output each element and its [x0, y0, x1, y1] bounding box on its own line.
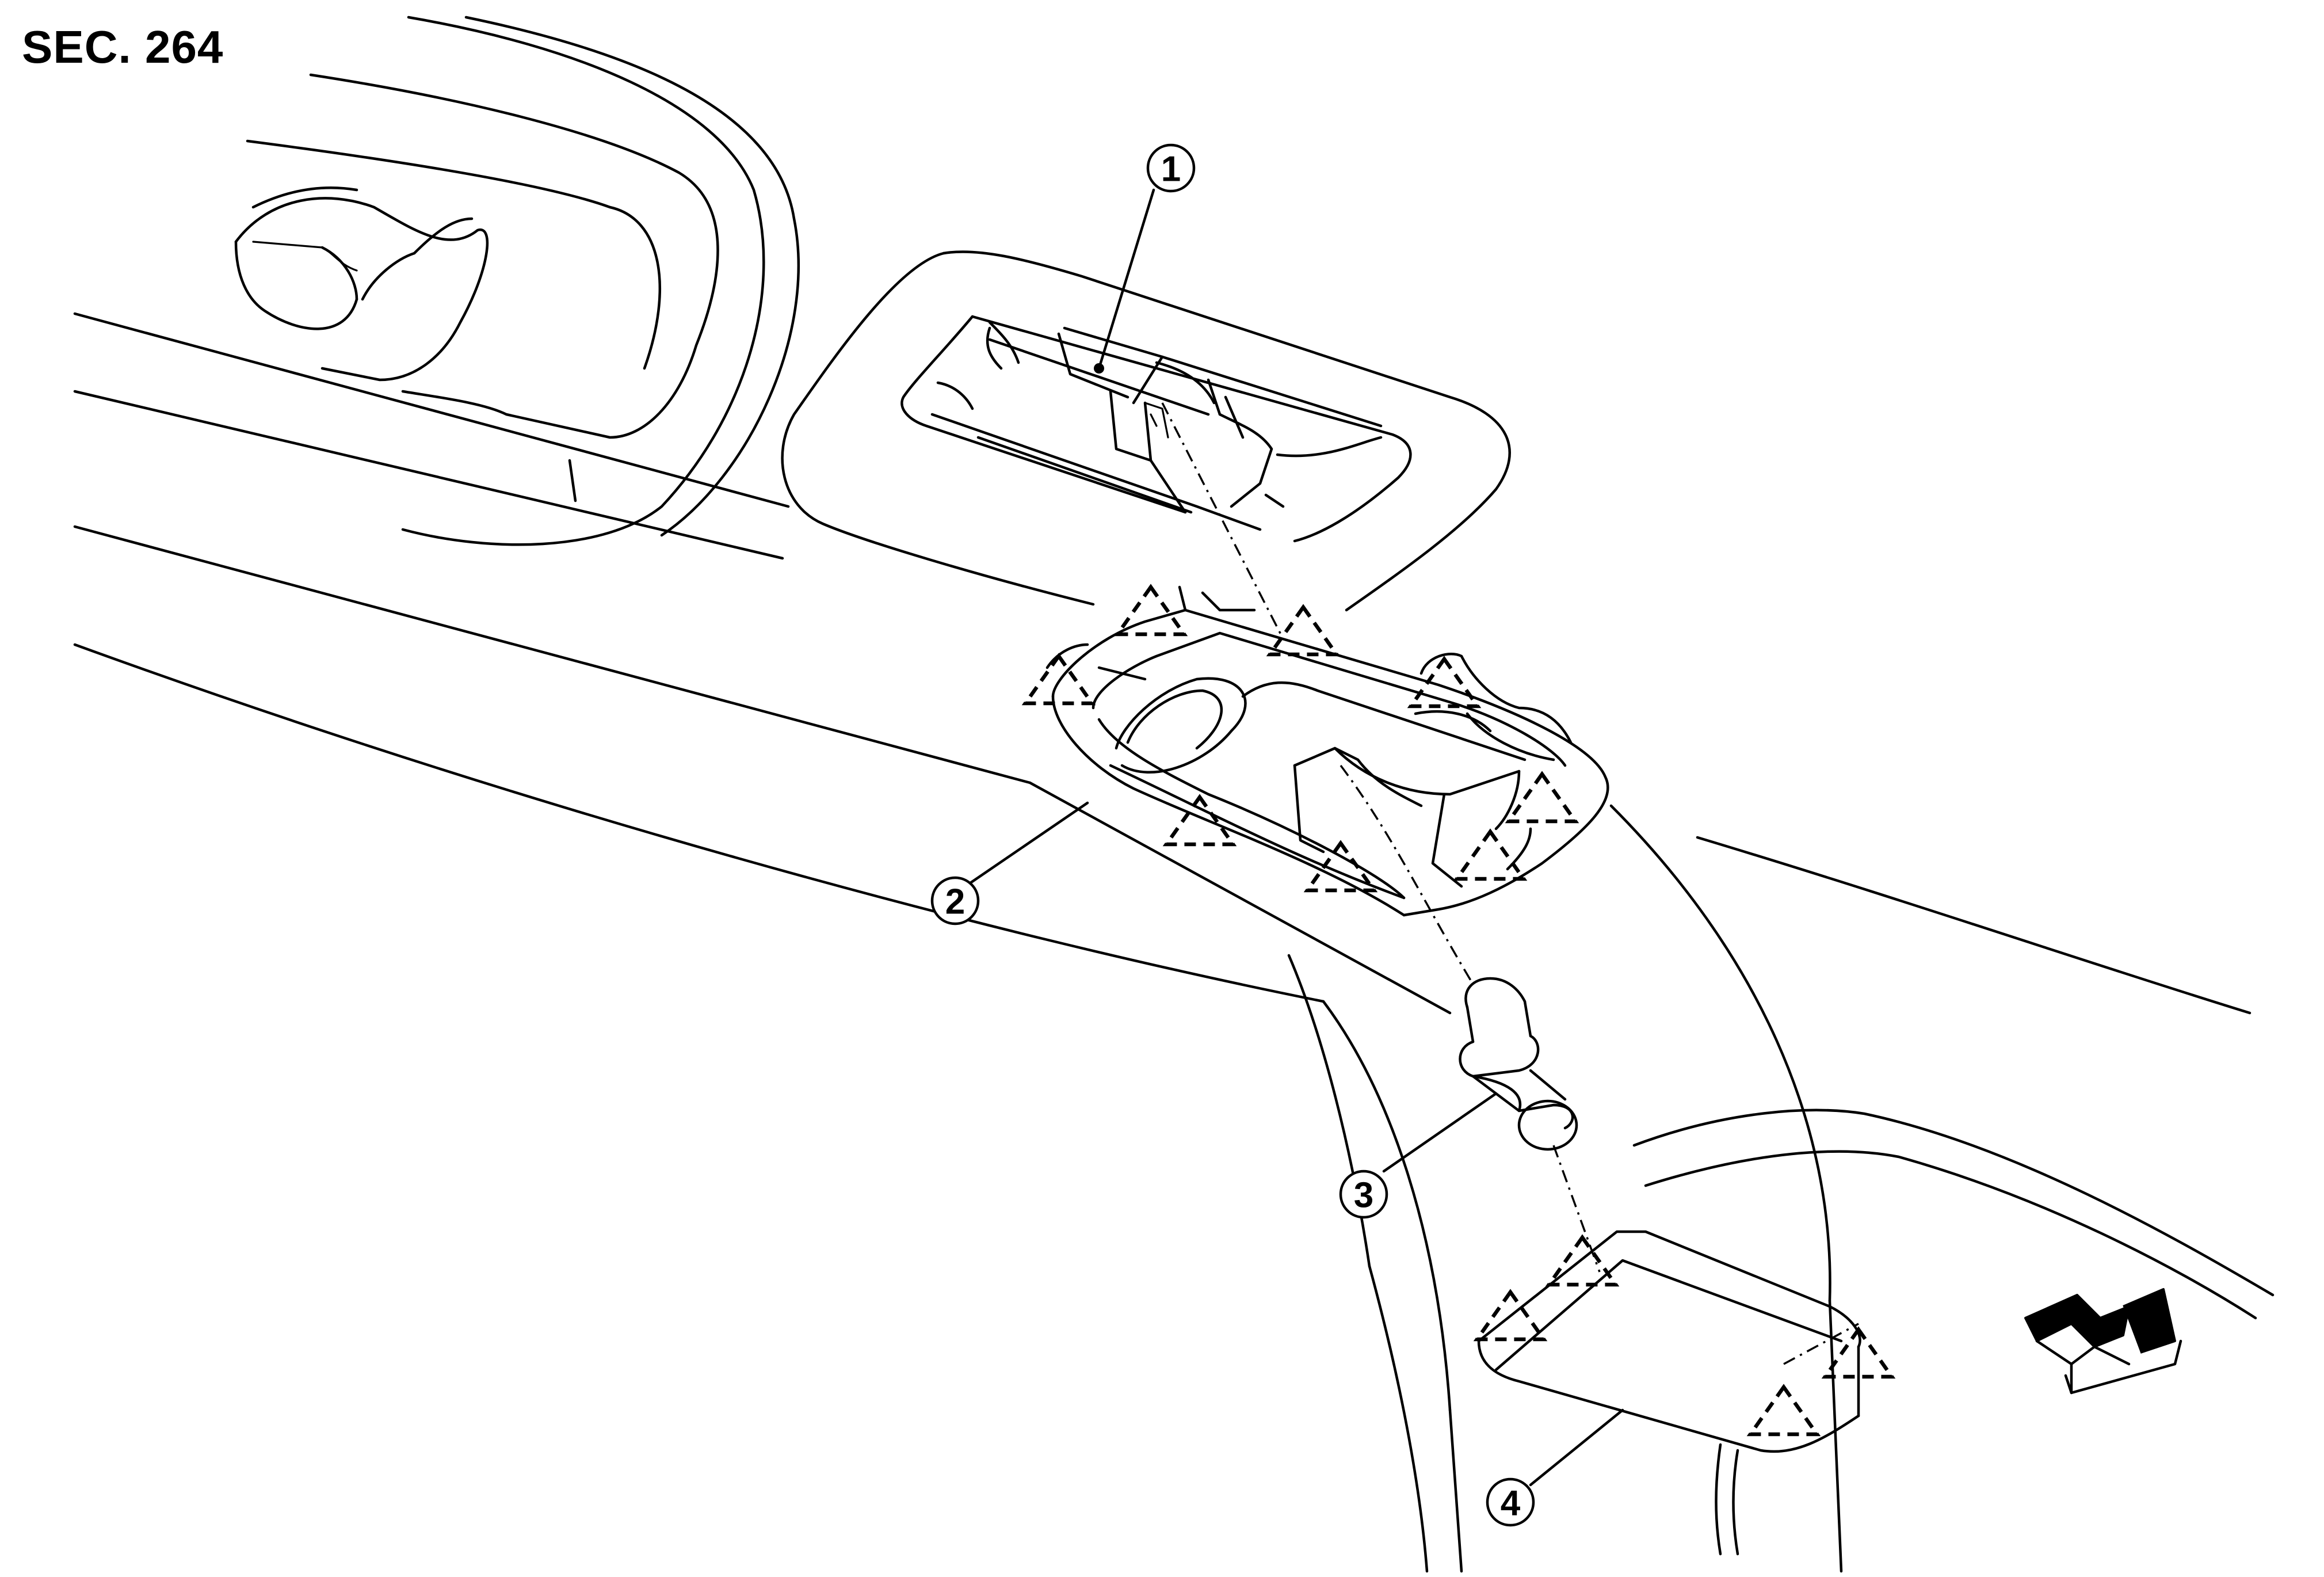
clip-triangle-icon [1162, 794, 1237, 847]
bulb [1459, 977, 1578, 1151]
callout-1-label: 1 [1161, 150, 1181, 189]
headliner-outline [73, 312, 2275, 1573]
callout-4-label: 4 [1501, 1484, 1521, 1523]
clip-triangle-icon [1021, 653, 1096, 706]
clip-triangle-icon [1266, 604, 1341, 657]
clip-triangle-icon [1746, 1384, 1821, 1437]
assist-grip [234, 16, 800, 546]
leader-lines [968, 188, 1624, 1487]
callout-2-label: 2 [945, 882, 965, 922]
clip-triangle-icon [1545, 1234, 1620, 1287]
map-lamp-bezel [1045, 585, 1609, 917]
callout-4: 4 [1486, 1477, 1535, 1527]
callout-1: 1 [1146, 143, 1196, 193]
clip-triangle-icon [1473, 1289, 1548, 1342]
roof-lamp-recess [781, 250, 1511, 612]
clip-triangle-icon [1505, 771, 1579, 824]
callout-3-label: 3 [1354, 1176, 1373, 1216]
front-direction-arrow-icon [2024, 1288, 2182, 1395]
callout-2: 2 [930, 876, 980, 925]
clip-triangle-icon [1453, 828, 1528, 881]
callout-3: 3 [1339, 1170, 1388, 1219]
assembly-lines [1161, 402, 1859, 1365]
leader-dot [1094, 363, 1104, 374]
clip-triangle-icon [1113, 584, 1188, 637]
clip-triangle-group [1021, 584, 1896, 1437]
lens [1477, 1230, 1861, 1556]
clip-triangle-icon [1303, 840, 1378, 893]
section-number: SEC. 264 [22, 21, 224, 73]
clip-triangle-icon [1821, 1326, 1896, 1379]
clip-triangle-icon [1407, 656, 1482, 708]
